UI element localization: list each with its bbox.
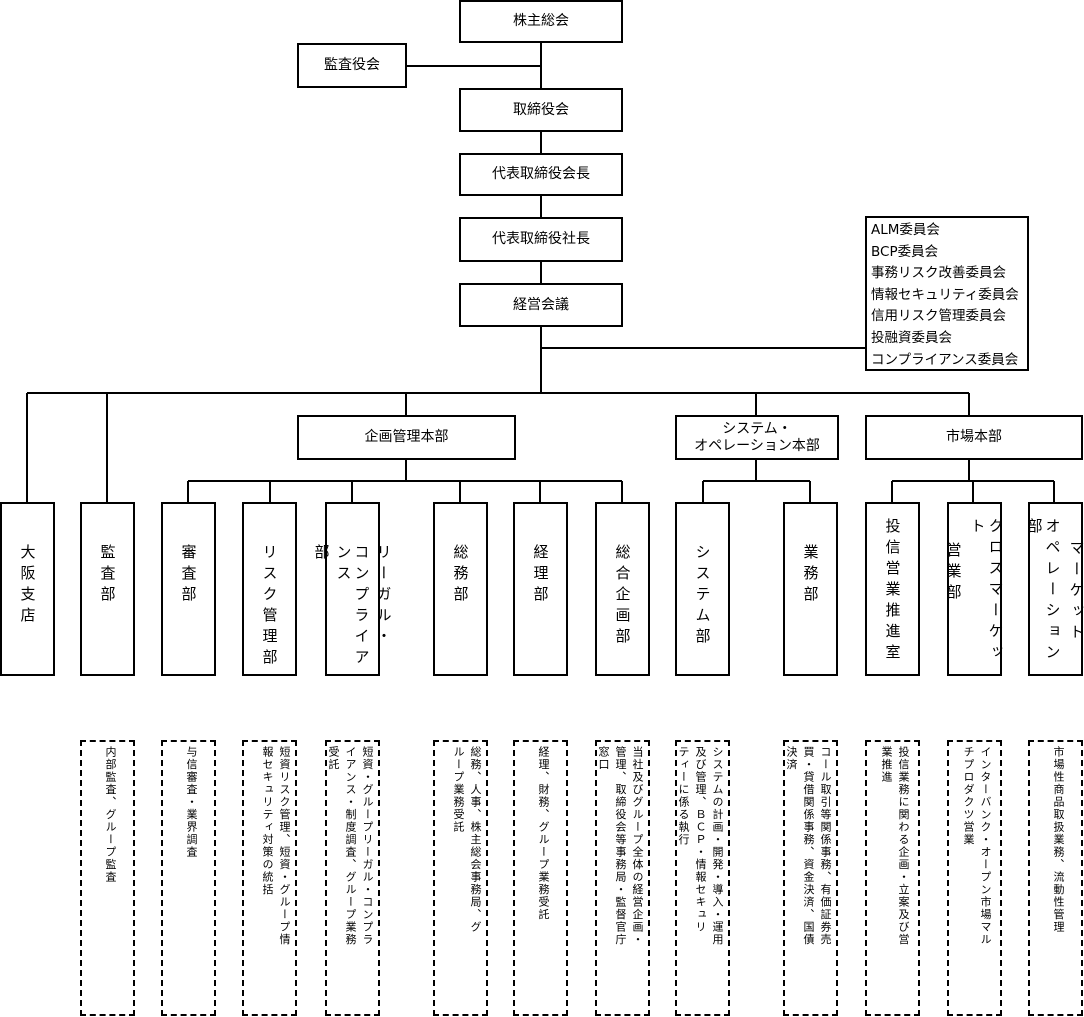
desc-market-operations: 市場性商品取扱業務、流動性管理: [1028, 740, 1083, 1016]
desc-text: コール取引等関係事務、有価証券売: [819, 746, 832, 946]
desc-text: 及び管理、ＢＣＰ・情報セキュリ: [694, 746, 707, 934]
desc-text: イアンス・制度調査、グループ業務: [344, 746, 357, 946]
desc-text: 総務、人事、株主総会事務局、グ: [469, 746, 482, 934]
desc-accounting: 経理、財務、グループ業務受託: [513, 740, 568, 1016]
president-box: 代表取締役社長: [459, 217, 623, 262]
desc-text: システムの計画・開発・導入・運用: [711, 746, 724, 946]
dept-label: コンプライアンス: [334, 544, 371, 670]
dept-operations: 業務部: [783, 502, 838, 676]
desc-text: 管理、取締役会等事務局・監督官庁: [614, 746, 627, 946]
desc-text: 業推進: [880, 746, 893, 784]
dept-osaka-branch: 大阪支店: [0, 502, 55, 676]
desc-operations: コール取引等関係事務、有価証券売 買・貸借関係事務、資金決済、国債 決済: [783, 740, 838, 1016]
systems-division-label-2: オペレーション本部: [694, 437, 820, 454]
dept-label: 大阪支店: [18, 544, 37, 628]
desc-text: チプロダクツ営業: [962, 746, 975, 846]
dept-general-affairs: 総務部: [433, 502, 488, 676]
board-of-directors-box: 取締役会: [459, 88, 623, 132]
dept-label: 経理部: [531, 544, 550, 607]
dept-accounting: 経理部: [513, 502, 568, 676]
committee-item: コンプライアンス委員会: [871, 351, 1019, 368]
committee-item: 事務リスク改善委員会: [871, 265, 1006, 282]
dept-label: 審査部: [179, 544, 198, 607]
dept-label: リーガル・: [374, 544, 393, 649]
dept-credit-review: 審査部: [161, 502, 216, 676]
desc-text: 短資・グループリーガル・コンプラ: [361, 746, 374, 946]
planning-division-box: 企画管理本部: [297, 415, 516, 460]
desc-text: ティーに係る執行: [677, 746, 690, 846]
desc-text: 市場性商品取扱業務、流動性管理: [1052, 746, 1065, 934]
audit-board-box: 監査役会: [297, 43, 407, 88]
dept-label: 業務部: [801, 544, 820, 607]
desc-text: インターバンク・オープン市場マル: [979, 746, 992, 946]
dept-label: 営業部: [944, 542, 963, 605]
desc-credit-review: 与信審査・業界調査: [161, 740, 216, 1016]
desc-text: 短資リスク管理、短資・グループ情: [278, 746, 291, 946]
desc-text: 内部監査、グループ監査: [104, 746, 117, 884]
desc-text: 窓口: [597, 746, 610, 771]
desc-text: 投信業務に関わる企画・立案及び営: [897, 746, 910, 946]
desc-text: 決済: [785, 746, 798, 771]
dept-label: クロスマーケット: [968, 518, 1005, 665]
dept-market-operations: マーケット オペレーション部: [1025, 502, 1084, 676]
dept-label: 投信営業推進室: [883, 518, 902, 665]
dept-corporate-planning: 総合企画部: [595, 502, 650, 676]
committees-box: ALM委員会 BCP委員会 事務リスク改善委員会 情報セキュリティ委員会 信用リ…: [865, 216, 1029, 371]
desc-audit: 内部監査、グループ監査: [80, 740, 135, 1016]
desc-general-affairs: 総務、人事、株主総会事務局、グ ループ業務受託: [433, 740, 488, 1016]
shareholders-meeting-box: 株主総会: [459, 0, 623, 43]
chairman-box: 代表取締役会長: [459, 153, 623, 196]
committee-item: BCP委員会: [871, 243, 939, 260]
desc-text: ループ業務受託: [452, 746, 465, 834]
committee-item: 投融資委員会: [871, 329, 952, 346]
committee-item: 信用リスク管理委員会: [871, 308, 1006, 325]
desc-corporate-planning: 当社及びグループ全体の経営企画・ 管理、取締役会等事務局・監督官庁 窓口: [595, 740, 650, 1016]
desc-legal-compliance: 短資・グループリーガル・コンプラ イアンス・制度調査、グループ業務 受託: [325, 740, 380, 1016]
desc-text: 報セキュリティ対策の統括: [261, 746, 274, 896]
management-meeting-box: 経営会議: [459, 283, 623, 327]
dept-label: マーケット: [1067, 540, 1084, 645]
desc-cross-market-sales: インターバンク・オープン市場マル チプロダクツ営業: [947, 740, 1002, 1016]
systems-division-label-1: システム・: [722, 420, 792, 437]
dept-label: 部: [312, 544, 331, 565]
dept-systems: システム部: [675, 502, 730, 676]
committee-item: 情報セキュリティ委員会: [871, 286, 1019, 303]
desc-text: 与信審査・業界調査: [185, 746, 198, 859]
dept-label: 総務部: [451, 544, 470, 607]
dept-investment-trust-sales: 投信営業推進室: [865, 502, 920, 676]
desc-investment-trust-sales: 投信業務に関わる企画・立案及び営 業推進: [865, 740, 920, 1016]
desc-risk-management: 短資リスク管理、短資・グループ情 報セキュリティ対策の統括: [242, 740, 297, 1016]
dept-label: オペレーション部: [1025, 518, 1062, 665]
markets-division-box: 市場本部: [865, 415, 1083, 460]
systems-division-box: システム・ オペレーション本部: [675, 415, 839, 460]
desc-text: 買・貸借関係事務、資金決済、国債: [802, 746, 815, 946]
dept-legal-compliance: リーガル・ コンプライアンス 部: [313, 502, 393, 676]
desc-text: 当社及びグループ全体の経営企画・: [631, 746, 644, 946]
dept-cross-market-sales: クロスマーケット 営業部: [944, 502, 1005, 676]
dept-label: 総合企画部: [613, 544, 632, 649]
dept-risk-management: リスク管理部: [242, 502, 297, 676]
dept-label: システム部: [693, 544, 712, 649]
desc-systems: システムの計画・開発・導入・運用 及び管理、ＢＣＰ・情報セキュリ ティーに係る執…: [675, 740, 730, 1016]
dept-label: 監査部: [98, 544, 117, 607]
dept-label: リスク管理部: [260, 544, 279, 670]
dept-audit: 監査部: [80, 502, 135, 676]
desc-text: 受託: [327, 746, 340, 771]
desc-text: 経理、財務、グループ業務受託: [537, 746, 550, 921]
committee-item: ALM委員会: [871, 222, 940, 238]
